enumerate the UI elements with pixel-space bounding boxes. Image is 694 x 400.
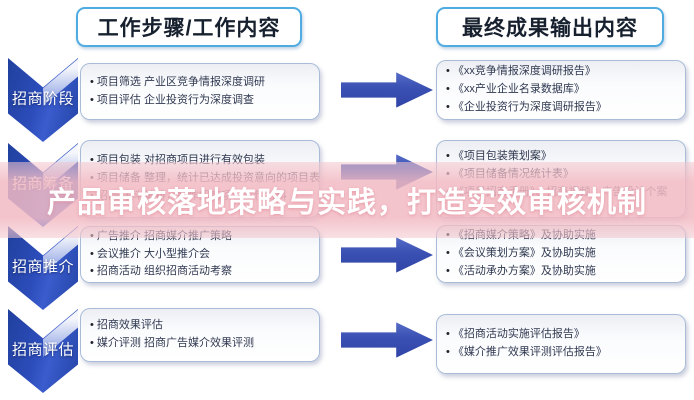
stage-label: 招商评估 — [11, 341, 74, 359]
right-arrow-icon — [341, 322, 433, 358]
column-header-steps: 工作步骤/工作内容 — [76, 7, 302, 47]
steps-box-1: 项目筛选 产业区竞争情报深度调研项目评估 企业投资行为深度调查 — [80, 63, 320, 120]
right-arrow-icon — [341, 72, 433, 108]
outputs-list: 《招商活动实施评估报告》《媒介推广效果评测评估报告》 — [437, 321, 613, 367]
bullet-item: 《xx产业企业名录数据库》 — [446, 82, 607, 98]
column-header-outputs: 最终成果输出内容 — [436, 7, 664, 47]
stage-label: 招商推介 — [11, 258, 74, 276]
overlay-title: 产品审核落地策略与实践，打造实效审核机制 — [46, 187, 647, 219]
stage-label: 招商阶段 — [11, 90, 74, 108]
bullet-item: 《项目包装策划案》 — [446, 149, 667, 165]
outputs-list: 《xx竞争情报深度调研报告》《xx产业企业名录数据库》《企业投资行为深度调研报告… — [437, 58, 613, 122]
bullet-item: 招商效果评估 — [90, 318, 254, 334]
right-arrow-icon — [341, 237, 433, 273]
bullet-item: 项目评估 企业投资行为深度调查 — [90, 93, 265, 109]
bullet-item: 《xx竞争情报深度调研报告》 — [446, 64, 607, 80]
column-header-steps-label: 工作步骤/工作内容 — [97, 17, 281, 40]
stage-chevron-3: 招商推介 — [8, 226, 78, 310]
bullet-item: 《活动承办方案》及协助实施 — [446, 264, 596, 280]
outputs-box-1: 《xx竞争情报深度调研报告》《xx产业企业名录数据库》《企业投资行为深度调研报告… — [436, 60, 686, 120]
column-header-outputs-label: 最终成果输出内容 — [462, 17, 638, 40]
bullet-item: 项目筛选 产业区竞争情报深度调研 — [90, 75, 265, 91]
stage-chevron-1: 招商阶段 — [8, 58, 78, 142]
steps-box-4: 招商效果评估媒介评测 招商广告媒介效果评测 — [80, 308, 320, 362]
bullet-item: 招商活动 组织招商活动考察 — [90, 264, 232, 280]
steps-list: 项目筛选 产业区竞争情报深度调研项目评估 企业投资行为深度调查 — [81, 69, 271, 115]
bullet-item: 《会议策划方案》及协助实施 — [446, 246, 596, 262]
outputs-box-4: 《招商活动实施评估报告》《媒介推广效果评测评估报告》 — [436, 314, 686, 374]
stage-chevron-4: 招商评估 — [8, 309, 78, 393]
steps-list: 招商效果评估媒介评测 招商广告媒介效果评测 — [81, 312, 260, 358]
bullet-item: 会议推介 大小型推介会 — [90, 247, 232, 263]
bullet-item: 媒介评测 招商广告媒介效果评测 — [90, 336, 254, 352]
overlay-title-banner: 产品审核落地策略与实践，打造实效审核机制 — [0, 162, 694, 238]
bullet-item: 《招商活动实施评估报告》 — [446, 327, 607, 343]
bullet-item: 《企业投资行为深度调研报告》 — [446, 100, 607, 116]
bullet-item: 《媒介推广效果评测评估报告》 — [446, 345, 607, 361]
